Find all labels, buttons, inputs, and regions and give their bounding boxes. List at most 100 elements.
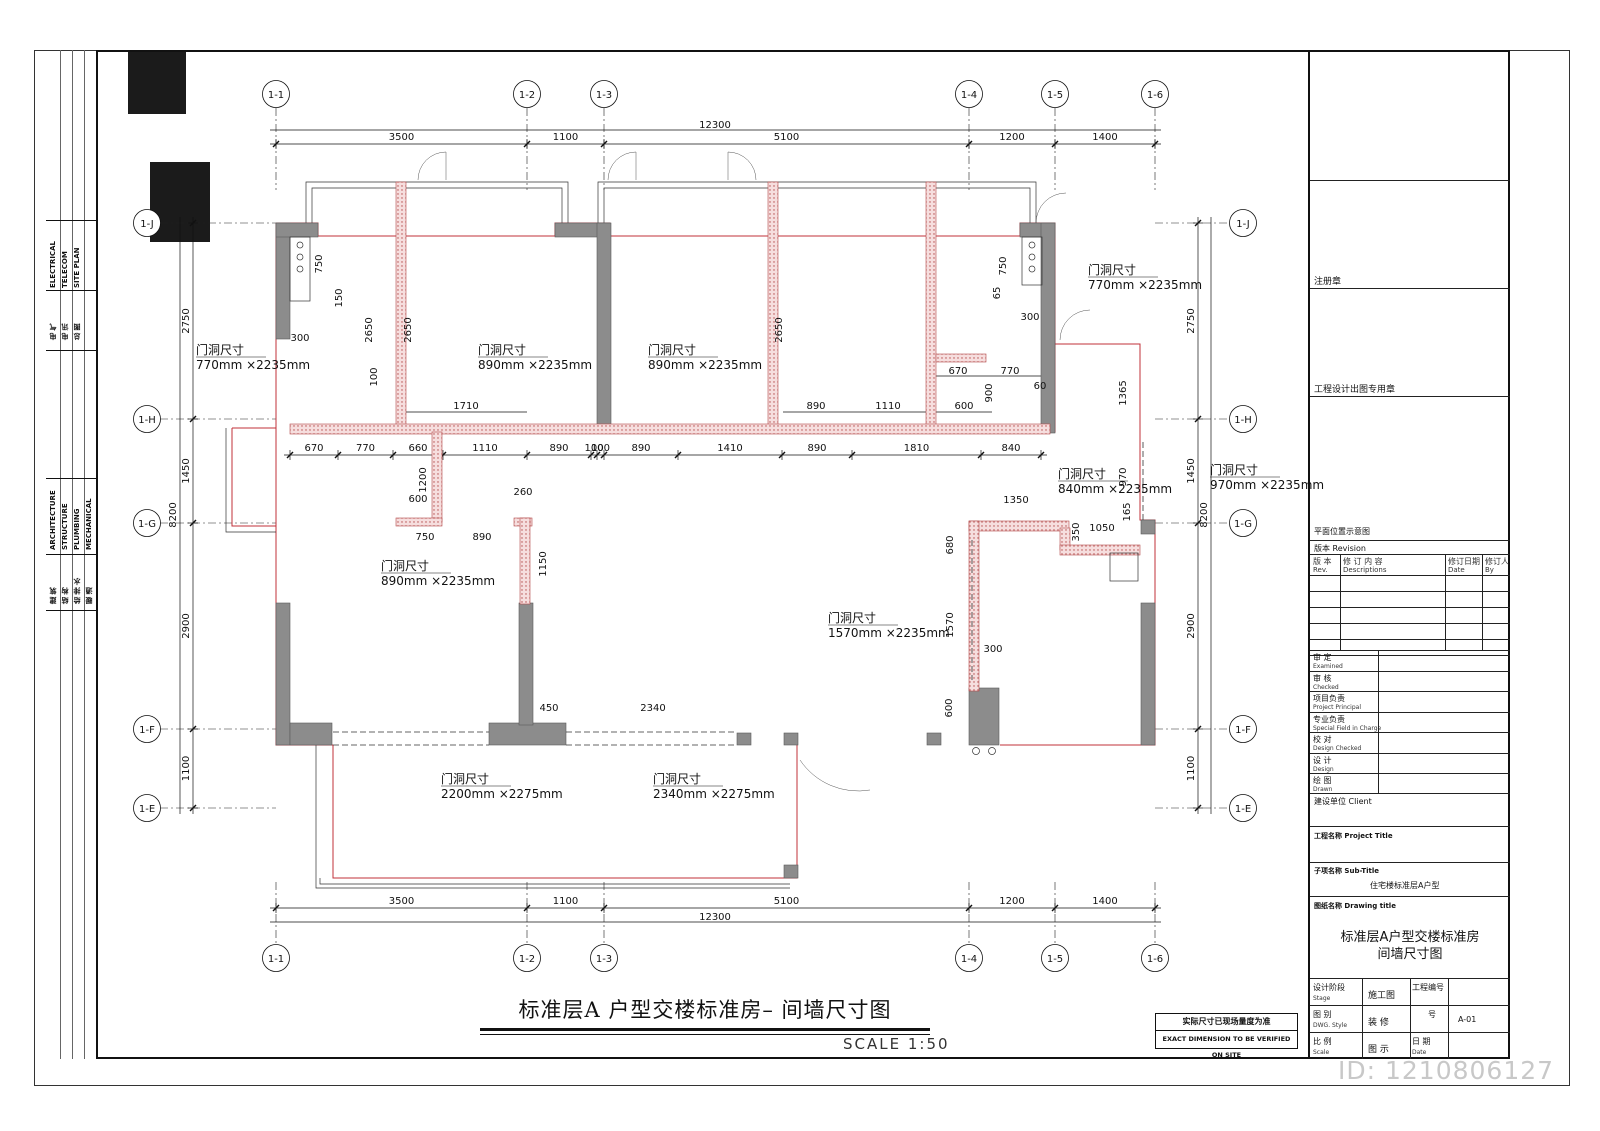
revision-header-en: Descriptions	[1343, 566, 1387, 574]
door-size-value: 1570mm ×2235mm	[828, 626, 950, 640]
interior-dimension: 150	[334, 288, 345, 307]
interior-dimension: 1570	[945, 612, 956, 637]
grid-axis-bubble	[133, 405, 161, 433]
grid-axis-bubble	[513, 944, 541, 972]
site-note-cn: 实际尺寸已现场量度为准	[1182, 1017, 1271, 1026]
door-size-value: 770mm ×2235mm	[1088, 278, 1202, 292]
interior-dimension: 970	[1118, 467, 1129, 486]
interior-dimension: 750	[415, 532, 434, 543]
interior-dimension: 2650	[364, 317, 375, 342]
corridor-dimension: 890	[807, 443, 826, 454]
interior-dimension: 600	[944, 698, 955, 717]
drawing-title: 标准层A 户型交楼标准房– 间墙尺寸图	[518, 998, 892, 1022]
grid-axis-bubble	[1141, 944, 1169, 972]
sub-title: 住宅楼标准层A户型	[1370, 881, 1440, 890]
top-dimension: 1100	[553, 132, 578, 143]
corridor-dimension: 840	[1001, 443, 1020, 454]
grid-axis-label: 1-4	[961, 90, 977, 101]
grid-axis-label: 1-6	[1147, 954, 1163, 965]
door-size-value: 2340mm ×2275mm	[653, 787, 775, 801]
corridor-dimension: 1810	[904, 443, 929, 454]
interior-dimension: 300	[1020, 312, 1039, 323]
no-value: A-01	[1458, 1015, 1477, 1024]
revision-header: 版 本	[1313, 557, 1332, 566]
door-size-value: 2200mm ×2275mm	[441, 787, 563, 801]
interior-dimension: 2340	[640, 703, 665, 714]
design-stamp: 工程设计出图专用章	[1314, 385, 1396, 395]
grid-axis-label: 1-G	[1234, 519, 1252, 530]
site-note-en: EXACT DIMENSION TO BE VERIFIED ON SITE	[1156, 1030, 1297, 1063]
bottom-total-dimension: 12300	[699, 912, 731, 923]
grid-axis-bubble	[133, 715, 161, 743]
room-dimension: 670	[948, 366, 967, 377]
top-dimension: 5100	[774, 132, 799, 143]
grid-axis-bubble	[1229, 794, 1257, 822]
room-dimension: 890	[806, 401, 825, 412]
revision-header: 修订人	[1485, 557, 1509, 566]
grid-axis-label: 1-J	[140, 219, 153, 230]
signature-role-en: Drawn	[1313, 786, 1333, 793]
interior-dimension: 350	[1071, 522, 1082, 541]
door-size-heading: 门洞尺寸	[478, 342, 526, 357]
signature-role: 审 核	[1313, 673, 1332, 683]
room-dimension: 600	[954, 401, 973, 412]
appliances	[289, 236, 1139, 755]
interior-dimension: 680	[945, 535, 956, 554]
corridor-dimension: 890	[549, 443, 568, 454]
grid-axis-label: 1-5	[1047, 954, 1063, 965]
grid-axis-label: 1-G	[138, 519, 156, 530]
signature-role: 审 定	[1313, 653, 1332, 662]
grid-axis-bubble	[1041, 944, 1069, 972]
revision-header: 修 订 内 容	[1343, 557, 1383, 566]
right-dimension: 1450	[1186, 458, 1197, 483]
door-size-value: 890mm ×2235mm	[648, 358, 762, 372]
drawing-title-label: 图纸名称 Drawing title	[1314, 902, 1396, 910]
left-dimension: 2900	[181, 613, 192, 638]
grid-axis-label: 1-3	[596, 90, 612, 101]
grid-axis-label: 1-3	[596, 954, 612, 965]
interior-dimension: 750	[314, 254, 325, 273]
grid-axis-label: 1-F	[1235, 725, 1251, 736]
interior-dimension: 300	[983, 644, 1002, 655]
signature-role-en: Project Principal	[1313, 704, 1362, 711]
interior-dimension: 890	[472, 532, 491, 543]
grid-axis-label: 1-5	[1047, 90, 1063, 101]
interior-dimension: 1350	[1003, 495, 1028, 506]
signature-role-en: Examined	[1313, 663, 1343, 670]
right-total-dimension: 8200	[1199, 502, 1210, 527]
discipline-strip: ELECTRICAL TELECOM SITE PLAN 电 气 电 讯 总 图…	[46, 50, 97, 1059]
door-size-value: 970mm ×2235mm	[1210, 478, 1324, 492]
scale-label: 比 例	[1313, 1037, 1332, 1046]
logo-block-top	[128, 52, 186, 114]
interior-dimension: 165	[1122, 502, 1133, 521]
no-label: 号	[1428, 1010, 1436, 1019]
door-swings	[417, 151, 1091, 792]
right-dimension: 1100	[1186, 756, 1197, 781]
signature-role: 绘 图	[1313, 776, 1332, 785]
grid-axis-bubble	[262, 944, 290, 972]
bottom-dimension: 5100	[774, 896, 799, 907]
title-block: 注册章 工程设计出图专用章 平面位置示意图 版本 Revision 建设单位 C…	[1308, 50, 1510, 1059]
grid-axis-label: 1-1	[268, 954, 284, 965]
registration-stamp: 注册章	[1314, 277, 1342, 287]
corridor-dimension: 890	[631, 443, 650, 454]
door-size-heading: 门洞尺寸	[196, 342, 244, 357]
interior-dimension: 260	[513, 487, 532, 498]
corridor-dimension: 1110	[472, 443, 497, 454]
bottom-dimension: 3500	[389, 896, 414, 907]
scale-value: 图 示	[1368, 1045, 1389, 1055]
interior-dimension: 2650	[403, 317, 414, 342]
site-note: 实际尺寸已现场量度为准 EXACT DIMENSION TO BE VERIFI…	[1155, 1013, 1298, 1059]
sub-title-label: 子项名称 Sub-Title	[1314, 867, 1380, 875]
left-dimension: 1450	[181, 458, 192, 483]
grid-axis-bubble	[133, 509, 161, 537]
client-label: 建设单位 Client	[1314, 797, 1372, 806]
top-total-dimension: 12300	[699, 120, 731, 131]
corridor-dimension: 1410	[717, 443, 742, 454]
windows-top	[225, 181, 1037, 889]
revision-header-en: Rev.	[1313, 566, 1328, 574]
drawing-scale: SCALE 1:50	[843, 1035, 950, 1053]
dwg-value: 装 修	[1368, 1018, 1389, 1028]
scale-en: Scale	[1313, 1049, 1330, 1056]
location-plan-label: 平面位置示意图	[1314, 527, 1370, 536]
